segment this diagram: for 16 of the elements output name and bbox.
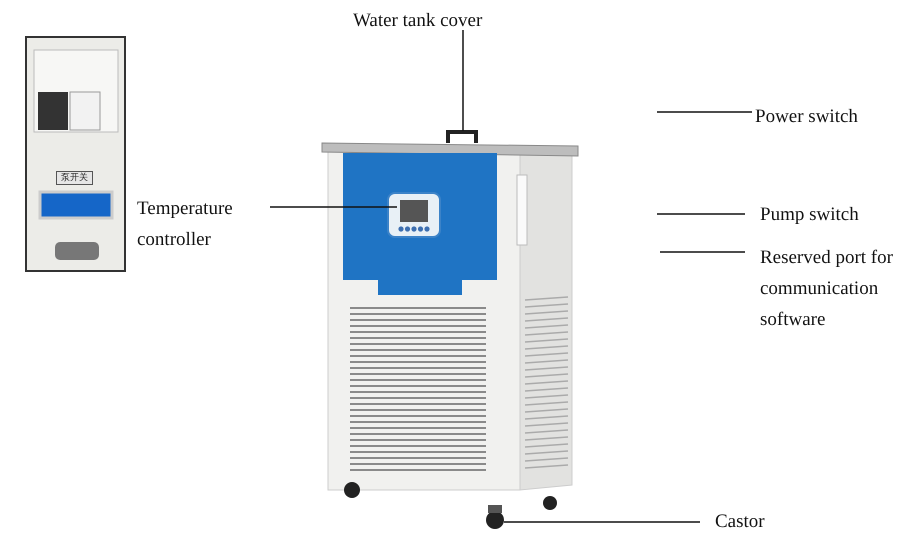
leader-line <box>657 213 745 215</box>
callout-label: Castor <box>715 506 815 537</box>
controller-drawing <box>387 192 441 238</box>
callout-label: Power switch <box>755 101 915 132</box>
callout-label: Pump switch <box>760 199 920 230</box>
castor-drawing <box>486 505 504 529</box>
handle-drawing <box>446 130 478 143</box>
leader-line <box>504 521 700 523</box>
callout-label: Reserved port for communication software <box>760 242 916 335</box>
leader-line <box>270 206 397 208</box>
callout-label: Temperature controller <box>137 193 277 255</box>
leader-line <box>462 30 464 131</box>
panel-label: 泵开关 <box>56 171 93 185</box>
callout-label: Water tank cover <box>353 5 553 36</box>
leader-line <box>660 251 745 253</box>
leader-line <box>657 111 752 113</box>
